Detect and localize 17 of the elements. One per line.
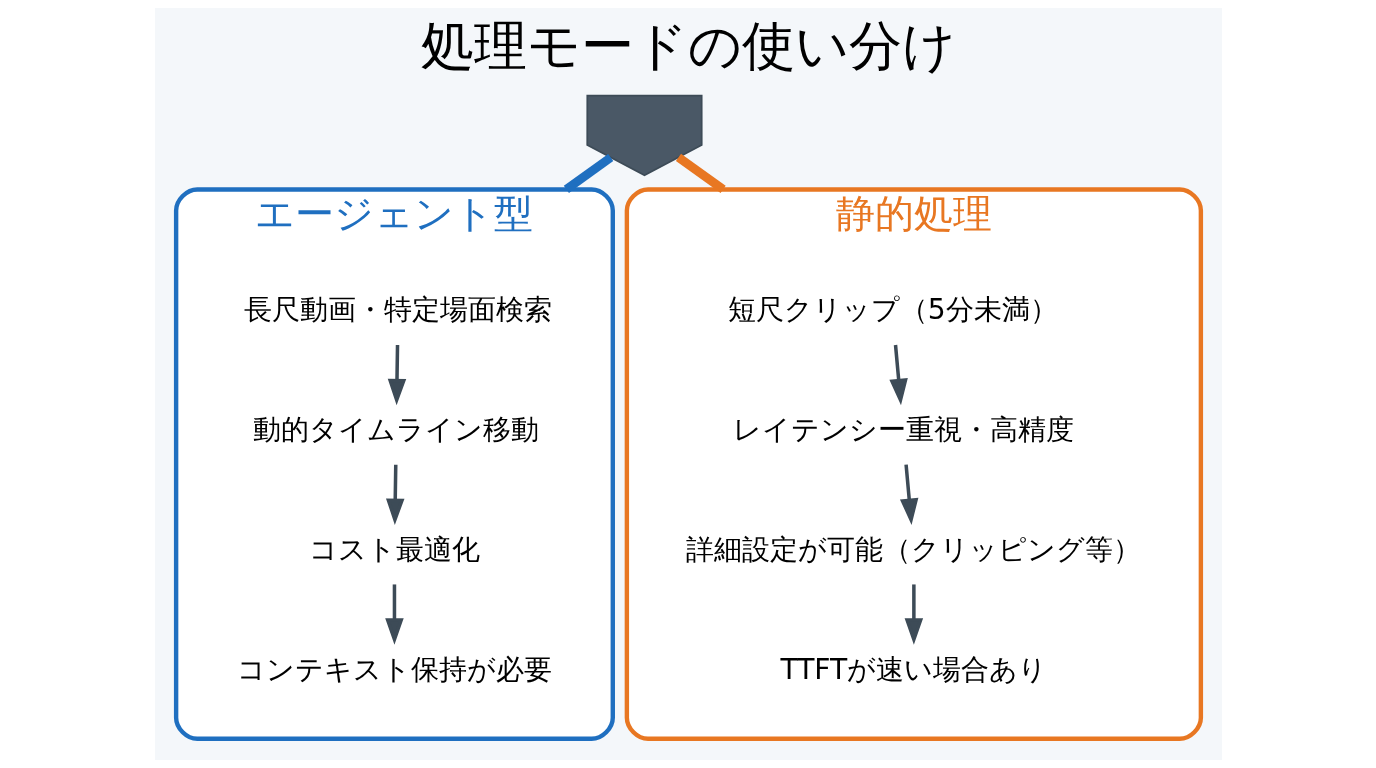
node-text: レイテンシー重視・高精度 [732, 413, 1074, 447]
node-text: コンテキスト保持が必要 [236, 652, 552, 686]
picture [585, 94, 703, 177]
arrow [387, 344, 406, 406]
arrow [385, 464, 404, 525]
node-text: 長尺動画・特定場面検索 [243, 293, 552, 327]
diagram-title: 処理モードの使い分け [420, 15, 956, 77]
node-text: TTFTが速い場合あり [779, 652, 1047, 686]
node-text: コスト最適化 [308, 532, 480, 566]
arrow [384, 584, 404, 645]
connector [563, 153, 613, 193]
arrow [888, 344, 908, 406]
node-text: 動的タイムライン移動 [252, 413, 539, 447]
arrow [899, 464, 918, 525]
node-text: 詳細設定が可能（クリッピング等） [685, 532, 1141, 566]
arrow [904, 584, 923, 645]
node-text: 短尺クリップ（5分未満） [727, 293, 1058, 327]
